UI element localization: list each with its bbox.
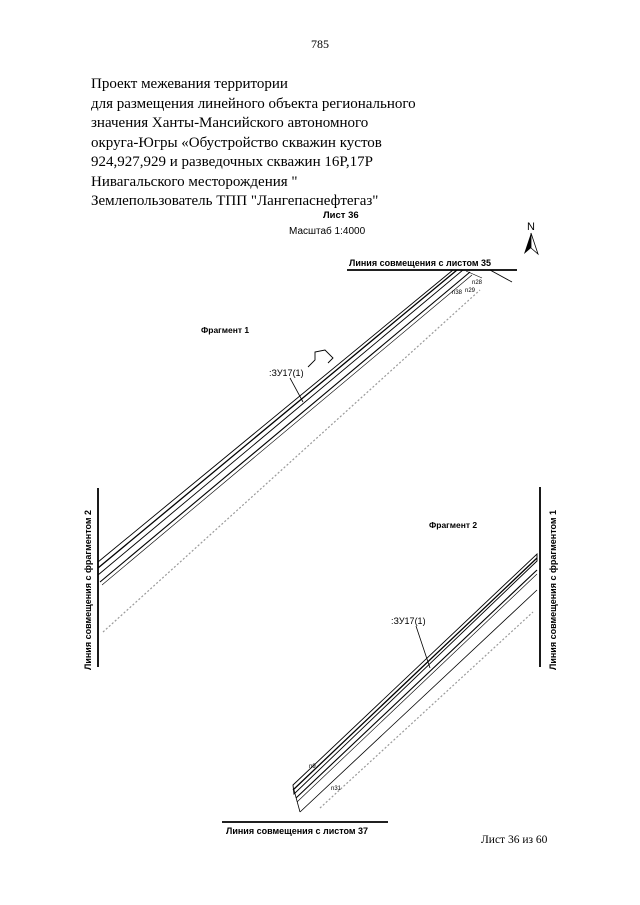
north-label: N xyxy=(527,221,535,233)
point-n29: n29 xyxy=(465,288,476,294)
title-line: Проект межевания территории xyxy=(91,76,288,92)
title-line: значения Ханты-Мансийского автономного xyxy=(91,115,369,131)
parcel-label-1: :ЗУ17(1) xyxy=(269,368,304,378)
fragment-2-corridor xyxy=(292,552,538,813)
page-number: 785 xyxy=(311,37,329,51)
match-line-bottom-label: Линия совмещения с листом 37 xyxy=(226,826,368,836)
sheet-footer: Лист 36 из 60 xyxy=(481,834,548,846)
parcel-leader-2 xyxy=(415,625,431,669)
fragment-1-corridor xyxy=(97,269,513,633)
match-line-left-label: Линия совмещения с фрагментом 2 xyxy=(83,510,93,670)
parcel-label-2: :ЗУ17(1) xyxy=(391,616,426,626)
title-line: 924,927,929 и разведочных скважин 16Р,17… xyxy=(91,154,373,170)
match-line-top-label: Линия совмещения с листом 35 xyxy=(349,258,491,268)
title-line: для размещения линейного объекта региона… xyxy=(91,95,416,112)
match-line-right: Линия совмещения с фрагментом 1 xyxy=(539,487,558,670)
point-n38: n38 xyxy=(452,290,463,296)
sheet-title: Лист 36 xyxy=(323,210,359,221)
sheet-scale: Масштаб 1:4000 xyxy=(289,226,366,237)
fragment-2-label: Фрагмент 2 xyxy=(429,520,477,530)
point-n28: n28 xyxy=(472,280,483,286)
match-line-right-label: Линия совмещения с фрагментом 1 xyxy=(548,510,558,670)
parcel-leader-1 xyxy=(289,377,304,403)
fragment-1-label: Фрагмент 1 xyxy=(201,325,249,335)
title-line: округа-Югры «Обустройство скважин кустов xyxy=(91,134,382,151)
title-line: Землепользователь ТПП "Лангепаснефтегаз" xyxy=(91,193,379,209)
point-n31: n31 xyxy=(331,786,342,792)
match-line-left: Линия совмещения с фрагментом 2 xyxy=(83,488,99,670)
title-line: Нивагальского месторождения " xyxy=(91,173,298,190)
north-arrow-icon: N xyxy=(524,221,539,256)
point-n9: n9 xyxy=(309,764,316,770)
project-title: Проект межевания территории для размещен… xyxy=(91,75,431,212)
match-line-top: Линия совмещения с листом 35 xyxy=(347,258,517,271)
match-line-bottom: Линия совмещения с листом 37 xyxy=(222,821,388,836)
